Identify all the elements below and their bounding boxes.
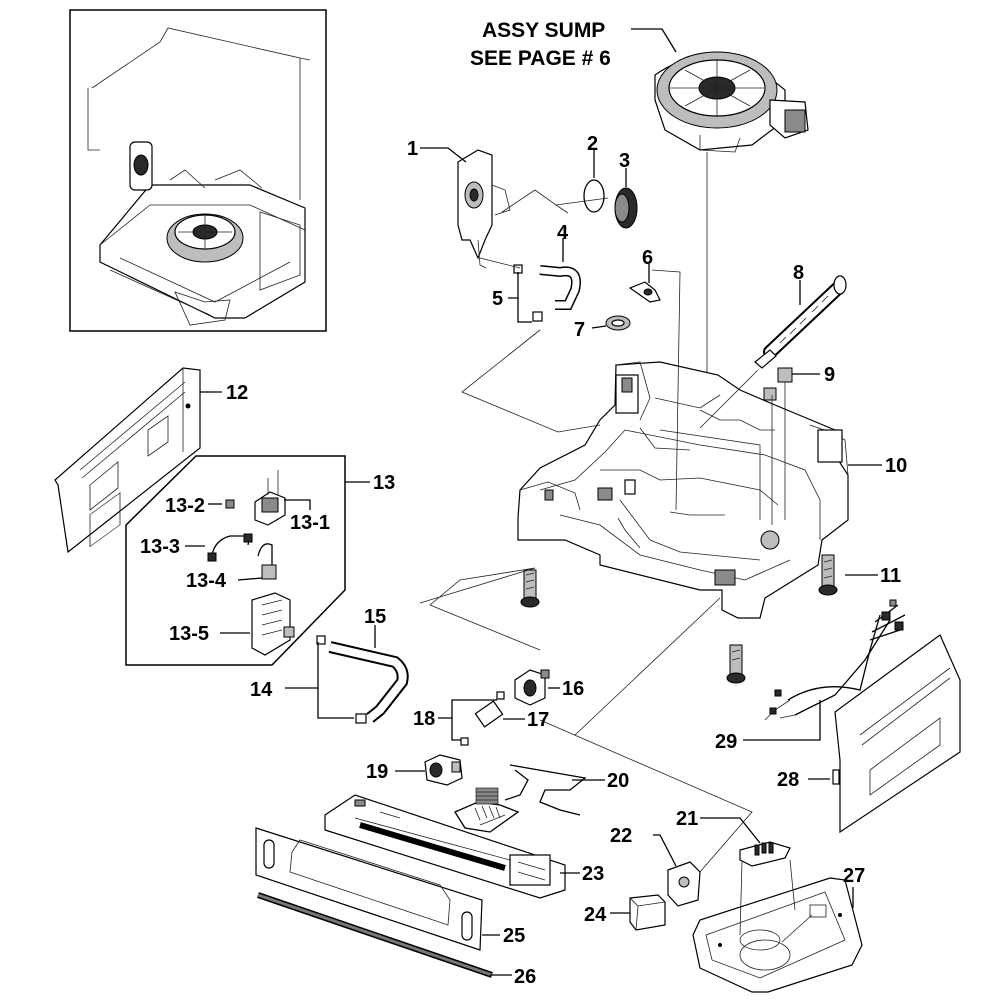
part-19-valve [424, 754, 463, 786]
part-16-valve [514, 669, 550, 706]
part-26-strip [257, 892, 493, 978]
part-18-clamps [460, 691, 505, 746]
label-part-25: 25 [503, 925, 525, 947]
assy-sump [654, 51, 809, 520]
part-13-1-switch [254, 470, 286, 526]
label-part-1: 1 [407, 138, 418, 160]
label-part-13-4: 13-4 [186, 570, 227, 592]
part-9-block [763, 367, 793, 401]
assy-sump-label-line2: SEE PAGE # 6 [470, 47, 611, 70]
label-part-14: 14 [250, 679, 273, 701]
part-labels: 1 2 3 4 5 6 7 8 9 10 11 12 13 13-1 13-2 … [140, 133, 907, 988]
label-part-11: 11 [880, 565, 901, 587]
part-28-side-panel [832, 634, 961, 834]
assy-sump-label-line1: ASSY SUMP [482, 19, 605, 42]
part-3-disk [614, 187, 638, 229]
part-14-clamps [316, 635, 367, 724]
part-8-drain-hose [754, 275, 847, 369]
label-part-13-2: 13-2 [165, 495, 205, 517]
part-13-5-module [251, 592, 295, 656]
part-22-bracket [667, 861, 701, 907]
part-11-screws [520, 554, 838, 684]
label-part-9: 9 [824, 364, 835, 386]
label-part-24: 24 [584, 904, 607, 926]
part-13-2-plug [225, 499, 235, 509]
label-part-3: 3 [619, 150, 630, 172]
leader-assy-sump [631, 28, 677, 53]
label-part-15: 15 [364, 606, 386, 628]
label-part-21: 21 [676, 808, 698, 830]
part-21-terminal [739, 841, 791, 867]
label-part-8: 8 [793, 262, 804, 284]
label-part-19: 19 [366, 761, 388, 783]
part-27-base-tray [692, 859, 863, 993]
label-part-29: 29 [715, 731, 737, 753]
part-23-control-board [324, 794, 566, 899]
label-part-16: 16 [562, 678, 584, 700]
part-6-clip [628, 281, 661, 303]
part-4-hose [539, 265, 581, 310]
part-15-hose [328, 641, 409, 723]
label-part-13-3: 13-3 [140, 536, 180, 558]
part-13-kit-box [125, 455, 346, 666]
part-17-tube [474, 700, 504, 728]
part-29-wire-harness [764, 599, 906, 721]
label-part-10: 10 [885, 455, 907, 477]
label-part-17: 17 [527, 709, 549, 731]
label-part-12: 12 [226, 382, 248, 404]
part-24-block [629, 894, 666, 931]
part-12-side-panel [54, 367, 201, 554]
label-part-20: 20 [607, 770, 629, 792]
part-10-base-frame [517, 361, 849, 619]
part-7-clamp [605, 315, 631, 331]
part-13-3-wire [207, 533, 253, 562]
label-part-13: 13 [373, 472, 395, 494]
label-part-28: 28 [777, 769, 799, 791]
part-5-clamps [479, 257, 543, 322]
label-part-22: 22 [610, 825, 632, 847]
label-part-18: 18 [413, 708, 435, 730]
label-part-23: 23 [582, 863, 604, 885]
label-part-7: 7 [574, 319, 585, 341]
label-part-27: 27 [843, 865, 865, 887]
part-2-o-ring [583, 179, 605, 213]
part-1-bracket [457, 149, 511, 269]
label-part-4: 4 [557, 222, 569, 244]
part-13-4-sensor [257, 543, 277, 580]
label-part-13-5: 13-5 [169, 623, 209, 645]
overview-inset [69, 9, 327, 332]
label-part-26: 26 [514, 966, 536, 988]
part-25-front-panel [255, 827, 483, 951]
label-part-13-1: 13-1 [290, 512, 330, 534]
label-part-6: 6 [642, 247, 653, 269]
part-20-heater [454, 764, 587, 833]
label-part-5: 5 [492, 288, 503, 310]
label-part-2: 2 [587, 133, 598, 155]
